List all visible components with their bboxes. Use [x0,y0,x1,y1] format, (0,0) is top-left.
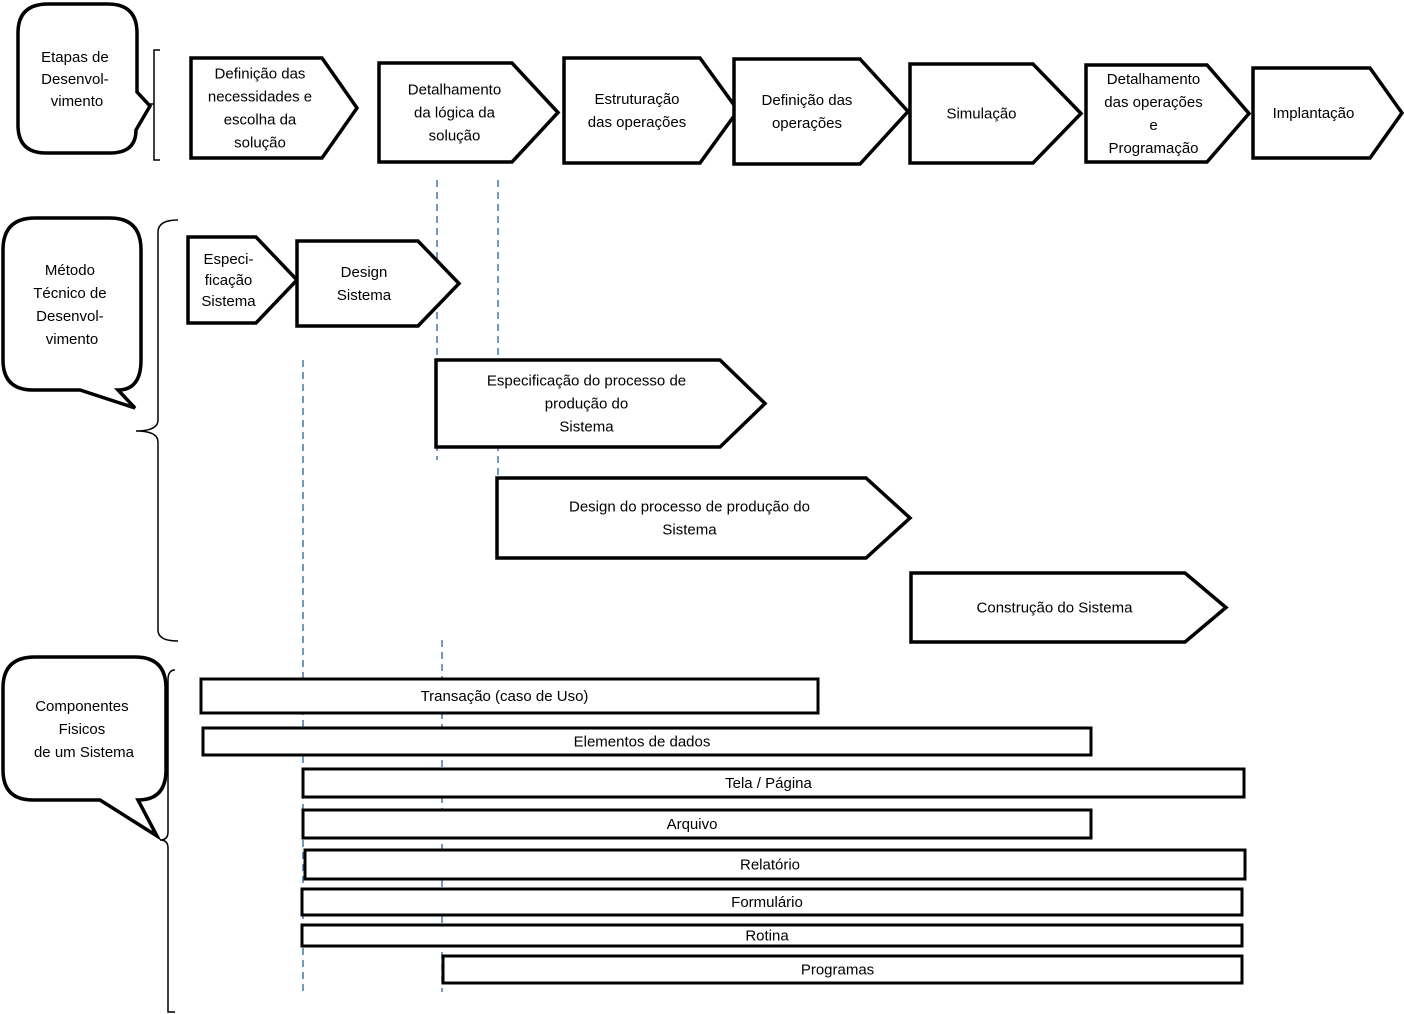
component-bar-shape [201,726,1093,757]
stage-2-shape [377,61,561,164]
stage-5-shape [908,62,1084,165]
component-bar-label: Arquivo [667,816,718,833]
method-1-shape [186,235,300,325]
component-bar-shape [300,887,1244,917]
method-2-shape [295,239,462,328]
stage-4-shape [732,57,911,166]
callout-metodo [1,216,143,410]
component-bar-shape [301,767,1246,799]
component-bar-label: Programas [801,962,874,979]
stage-6-shape [1084,63,1252,164]
component-bar-shape [300,923,1244,948]
component-bar-label: Transação (caso de Uso) [421,688,589,705]
component-bar: Rotina [300,923,1244,948]
brace-metodo [135,219,179,642]
callout-etapas-text: Etapas de Desenvol- vimento [41,49,113,110]
component-bar-shape [303,848,1247,881]
component-bar-label: Rotina [745,928,789,945]
component-bar-label: Formulário [731,894,803,911]
component-bar: Tela / Página [301,767,1246,799]
stage-1-shape [189,56,360,160]
component-bar-label: Relatório [740,857,800,874]
component-bar-shape [199,677,820,715]
component-bar: Elementos de dados [201,726,1093,757]
component-bar: Transação (caso de Uso) [199,677,820,715]
method-5-shape [909,571,1229,644]
callout-metodo-text: Método Técnico de Desenvol- vimento [33,262,111,348]
callout-componentes [1,655,168,841]
stage-7-label: Implantação [1273,105,1355,122]
method-5: Construção do Sistema [909,571,1229,644]
component-bar: Formulário [300,887,1244,917]
callout-etapas [16,2,153,155]
stage-7: Implantação [1251,66,1404,160]
component-bar-shape [301,808,1093,840]
component-bar: Relatório [303,848,1247,881]
method-3-shape [434,358,768,449]
component-bar-label: Elementos de dados [574,734,711,751]
brace-etapas [148,49,160,161]
brace-componentes [159,669,176,1013]
component-bar: Programas [441,954,1244,985]
component-bar-label: Tela / Página [725,775,812,792]
stage-3-shape [562,56,741,165]
stage-5: Simulação [908,62,1084,165]
method-4-shape [495,476,913,560]
stage-7-shape [1251,66,1404,160]
component-bar-shape [441,954,1244,985]
stage-5-label: Simulação [946,106,1016,123]
callout-componentes-text: Componentes Fisicos de um Sistema [34,698,135,761]
component-bar: Arquivo [301,808,1093,840]
method-5-label: Construção do Sistema [977,600,1134,617]
